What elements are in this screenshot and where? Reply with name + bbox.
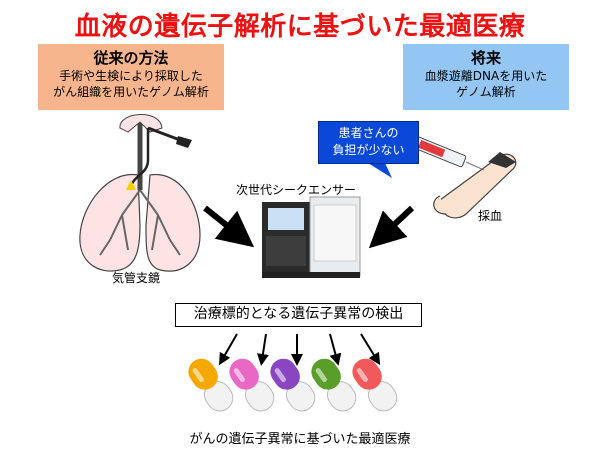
page-title: 血液の遺伝子解析に基づいた最適医療 xyxy=(74,12,526,42)
bronchoscope-label: 気管支鏡 xyxy=(112,271,161,285)
conventional-line-2: がん組織を用いたゲノム解析 xyxy=(53,85,209,99)
callout-line-2: 負担が少ない xyxy=(332,143,405,157)
conventional-line-1: 手術や生検により採取した xyxy=(59,69,203,83)
future-method-box: 将来 血漿遊離DNAを用いた ゲノム解析 xyxy=(403,44,569,110)
arrow-to-capsule-4 xyxy=(329,333,342,366)
capsule-2 xyxy=(229,358,275,412)
sequencer-label: 次世代シークエンサー xyxy=(236,183,357,197)
arrow-to-capsule-2 xyxy=(256,333,269,366)
detection-box: 治療標的となる遺伝子異常の検出 xyxy=(175,303,422,327)
right-arrow xyxy=(368,205,415,249)
low-burden-callout: 患者さんの 負担が少ない xyxy=(318,121,419,164)
capsule-5 xyxy=(352,358,398,412)
future-heading: 将来 xyxy=(470,49,501,67)
conventional-method-box: 従来の方法 手術や生検により採取した がん組織を用いたゲノム解析 xyxy=(38,44,224,110)
capsule-3 xyxy=(270,358,316,412)
arrow-to-capsule-1 xyxy=(219,333,238,366)
conventional-heading: 従来の方法 xyxy=(93,49,169,67)
capsule-1 xyxy=(188,358,234,412)
optimal-treatment-caption: がんの遺伝子異常に基づいた最適医療 xyxy=(189,432,411,447)
callout-line-1: 患者さんの xyxy=(338,126,399,140)
capsule-4 xyxy=(311,358,357,412)
blood-draw-label: 採血 xyxy=(478,209,503,223)
callout-tail xyxy=(368,163,392,178)
sequencer-illustration xyxy=(262,196,361,278)
future-line-1: 血漿遊離DNAを用いた xyxy=(424,69,548,83)
arrow-to-capsule-5 xyxy=(360,333,381,366)
future-line-2: ゲノム解析 xyxy=(456,85,516,99)
arm-syringe-illustration xyxy=(399,135,517,219)
left-arrow xyxy=(203,205,255,248)
lungs-illustration xyxy=(79,114,201,272)
